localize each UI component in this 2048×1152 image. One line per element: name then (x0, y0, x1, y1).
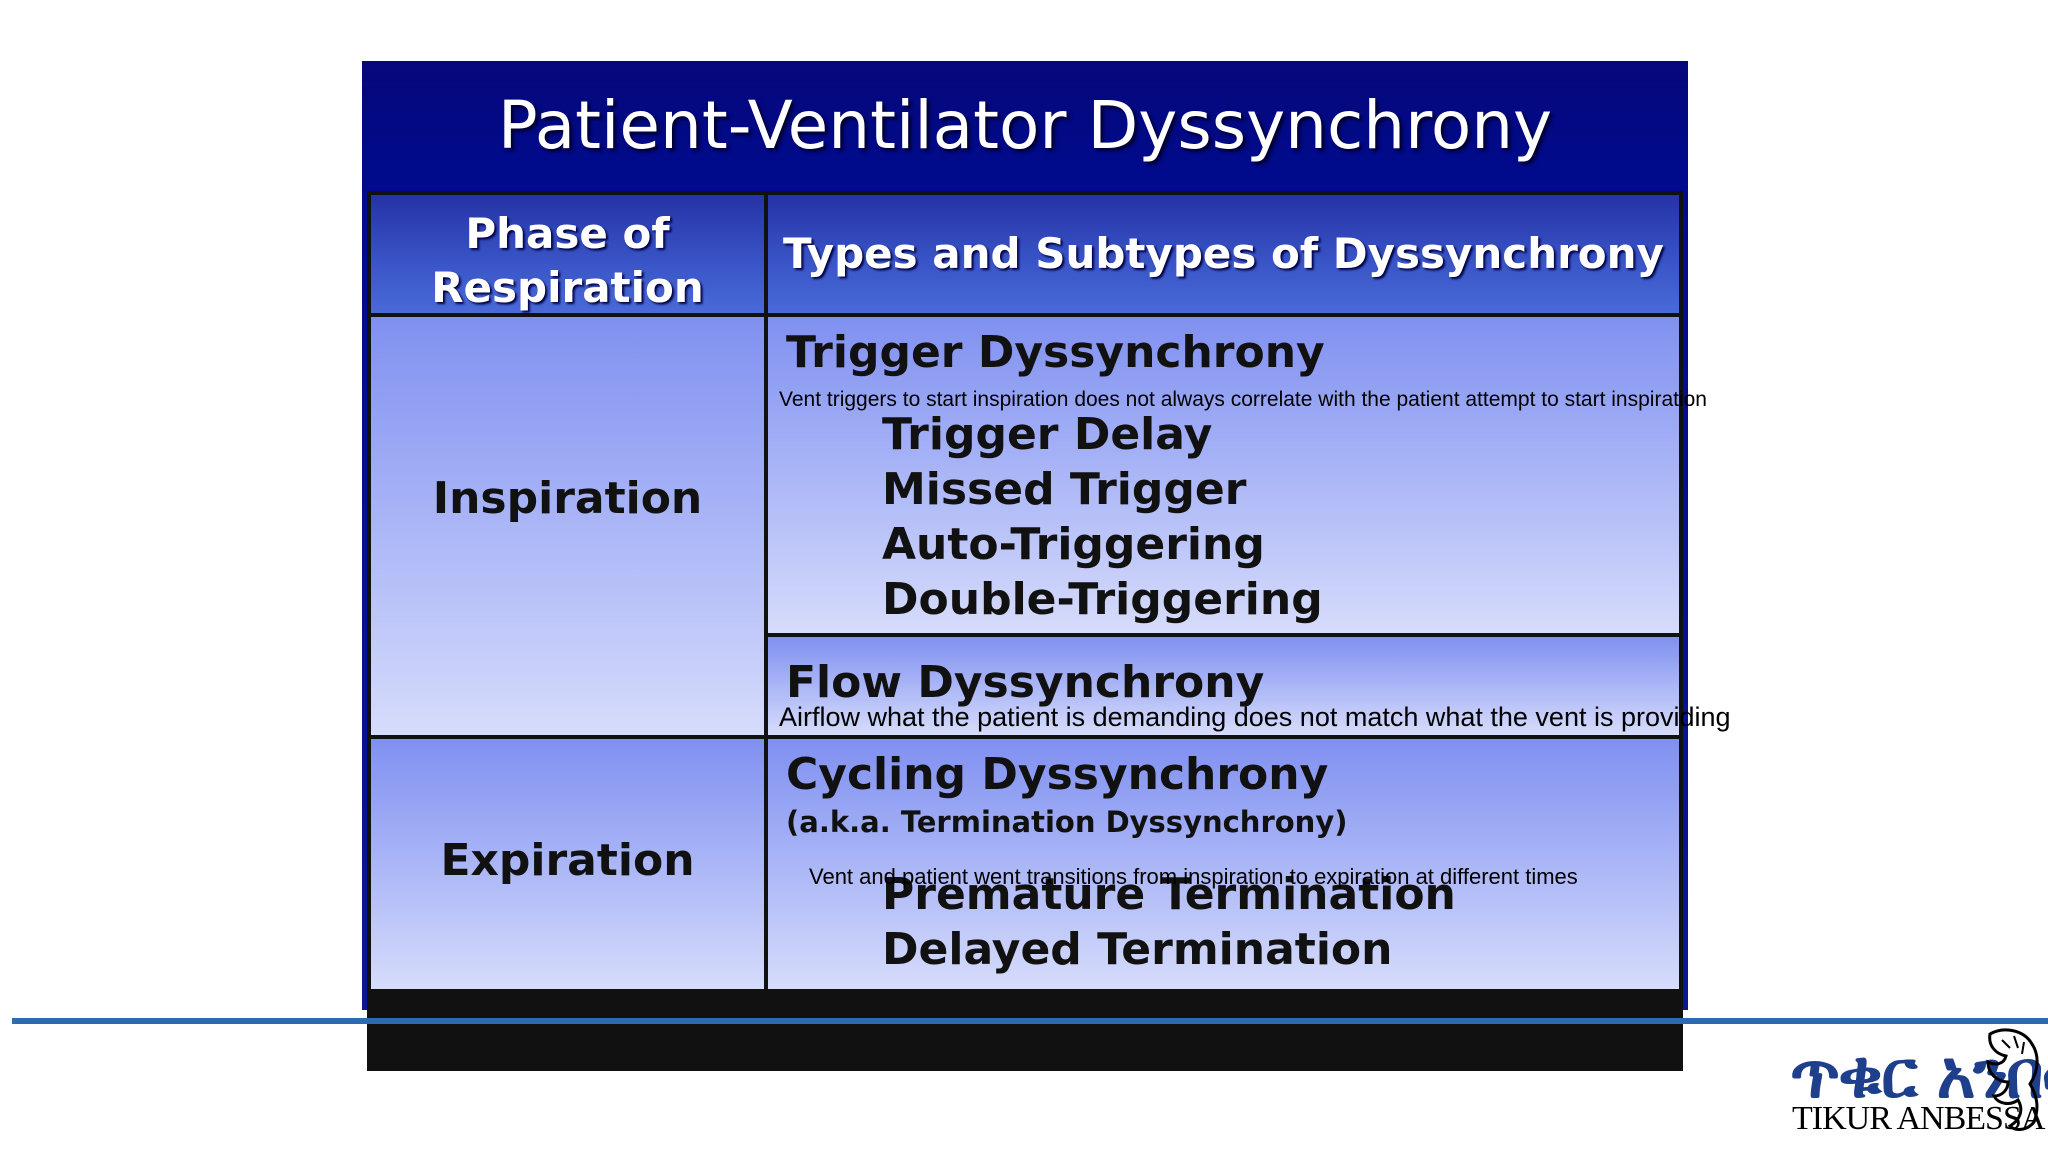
inspiration-label: Inspiration (432, 473, 703, 524)
logo-amharic-text: ጥቁር አንበሳ (1790, 1036, 2048, 1113)
header-phase-line1: Phase of (465, 209, 670, 258)
cycling-dyssynchrony-title: Cycling Dyssynchrony (786, 749, 1329, 800)
trigger-dyssynchrony-cell: Trigger Dyssynchrony Trigger Delay Misse… (768, 317, 1679, 633)
trigger-subtype-item: Double-Triggering (882, 574, 1323, 625)
trigger-dyssynchrony-title: Trigger Dyssynchrony (786, 327, 1325, 378)
header-types-cell: Types and Subtypes of Dyssynchrony (768, 195, 1679, 313)
cycling-dyssynchrony-cell: Cycling Dyssynchrony (a.k.a. Termination… (768, 739, 1679, 989)
dyssynchrony-table-image: Patient-Ventilator Dyssynchrony Phase of… (362, 61, 1688, 1071)
header-types-label: Types and Subtypes of Dyssynchrony (783, 229, 1664, 278)
expiration-label: Expiration (440, 835, 695, 886)
slide-title: Patient-Ventilator Dyssynchrony (497, 87, 1553, 164)
trigger-subtype-item: Missed Trigger (882, 464, 1247, 515)
cycling-subtype-item: Delayed Termination (882, 924, 1393, 975)
flow-dyssynchrony-cell: Flow Dyssynchrony (768, 637, 1679, 735)
flow-dyssynchrony-title: Flow Dyssynchrony (786, 657, 1265, 708)
expiration-phase-cell: Expiration (371, 739, 764, 989)
tikur-anbessa-logo: ጥቁር አንበሳ TIKUR ANBESSA (1784, 1022, 2048, 1137)
header-phase-line2: Respiration (431, 263, 704, 312)
logo-latin-text: TIKUR ANBESSA (1792, 1100, 2045, 1137)
cycling-dyssynchrony-subtitle: (a.k.a. Termination Dyssynchrony) (786, 805, 1348, 839)
cycling-note: Vent and patient went transitions from i… (809, 864, 1578, 889)
flow-note: Airflow what the patient is demanding do… (779, 702, 1731, 732)
trigger-subtype-item: Auto-Triggering (882, 519, 1265, 570)
footer-rule (12, 1018, 2048, 1024)
trigger-subtype-item: Trigger Delay (882, 409, 1213, 460)
header-phase-label: Phase of Respiration (371, 207, 764, 315)
trigger-note: Vent triggers to start inspiration does … (779, 388, 1707, 411)
dyssynchrony-table: Phase of Respiration Types and Subtypes … (367, 191, 1683, 1071)
inspiration-phase-cell: Inspiration (371, 317, 764, 735)
lion-icon (1986, 1028, 2039, 1131)
header-phase-cell: Phase of Respiration (371, 195, 764, 313)
cycling-subtype-item: Premature Termination (882, 869, 1456, 920)
